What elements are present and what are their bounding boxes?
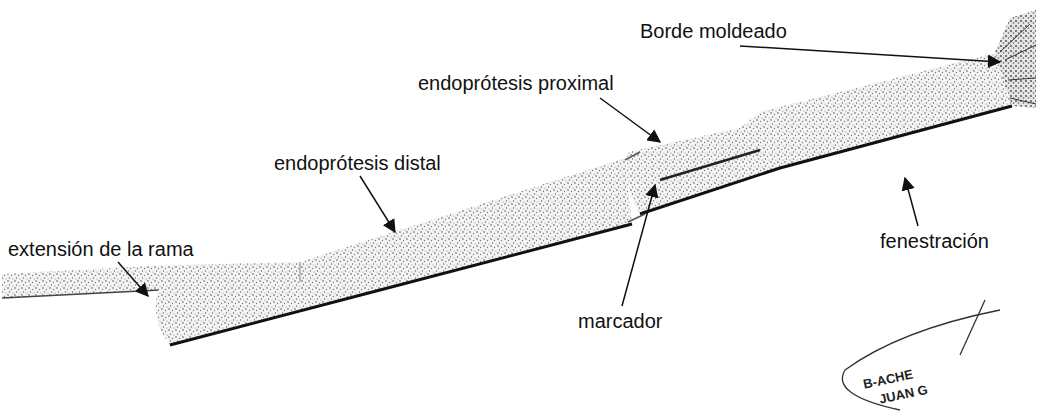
- signature-stamp: [842, 300, 1000, 410]
- leader-arrows: [118, 46, 1000, 306]
- proximal-stent: [625, 52, 1012, 222]
- part-label: endoprótesis proximal: [418, 72, 614, 94]
- distal-stent: [156, 158, 632, 345]
- molded-edge: [995, 10, 1036, 108]
- part-label: Borde moldeado: [640, 20, 787, 42]
- part-label: fenestración: [880, 230, 989, 252]
- marker-band: [660, 150, 760, 180]
- part-label: endoprótesis distal: [274, 152, 441, 174]
- part-label: marcador: [578, 310, 662, 332]
- part-label: extensión de la rama: [8, 238, 194, 260]
